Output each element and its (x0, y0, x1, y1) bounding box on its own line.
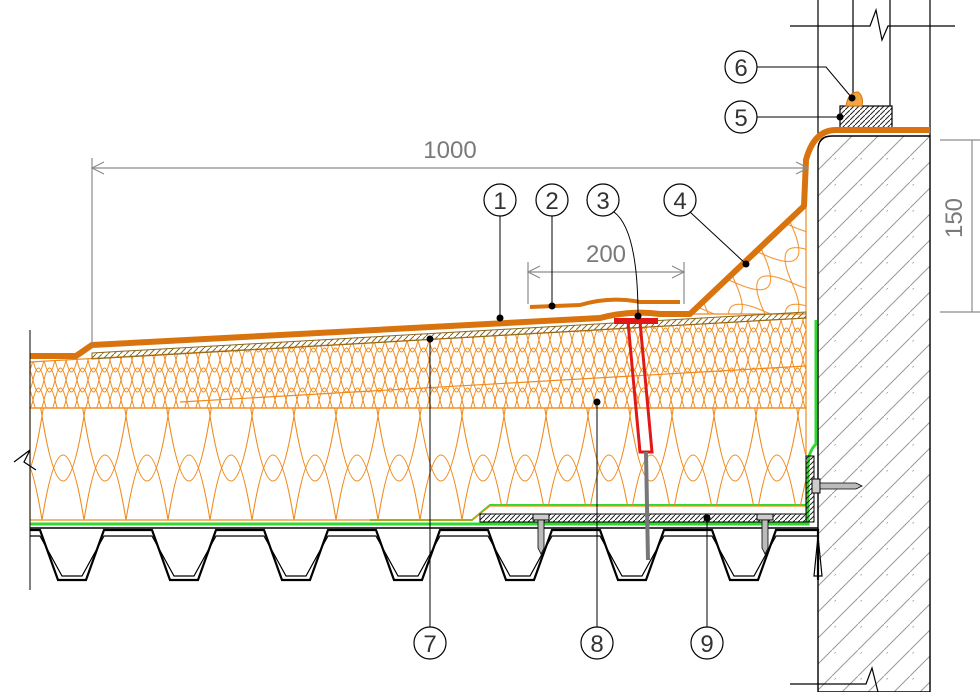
callout-9: 9 (690, 514, 724, 660)
deck-screws (532, 478, 863, 555)
svg-text:8: 8 (590, 631, 603, 658)
timber-batten (839, 105, 893, 131)
dimension-label-1000: 1000 (423, 137, 476, 164)
callout-7: 7 (413, 335, 447, 660)
callout-8: 8 (580, 398, 614, 660)
svg-text:2: 2 (545, 188, 558, 215)
insulation-upper (29, 317, 807, 409)
callout-3: 3 (586, 183, 642, 320)
svg-text:9: 9 (700, 631, 713, 658)
callout-1: 1 (483, 183, 517, 322)
insulation-lower (29, 407, 807, 521)
dimension-label-150: 150 (941, 198, 968, 238)
callout-2: 2 (535, 183, 569, 310)
callout-6: 6 (724, 50, 856, 102)
callout-4: 4 (663, 183, 750, 268)
dimension-label-200: 200 (586, 241, 626, 268)
svg-text:1: 1 (493, 188, 506, 215)
callout-5: 5 (724, 100, 844, 134)
svg-text:4: 4 (673, 188, 686, 215)
svg-text:5: 5 (734, 105, 747, 132)
break-line-left (13, 330, 37, 590)
concrete-wall (790, 0, 955, 692)
dim-1000: 1000 (90, 137, 810, 345)
telescopic-fastener (614, 318, 658, 561)
dim-150: 150 (940, 139, 980, 313)
steel-deck (30, 527, 823, 582)
svg-text:3: 3 (596, 188, 609, 215)
svg-text:6: 6 (734, 55, 747, 82)
roof-membrane (30, 127, 930, 359)
svg-text:7: 7 (423, 631, 436, 658)
dim-200: 200 (526, 241, 686, 304)
